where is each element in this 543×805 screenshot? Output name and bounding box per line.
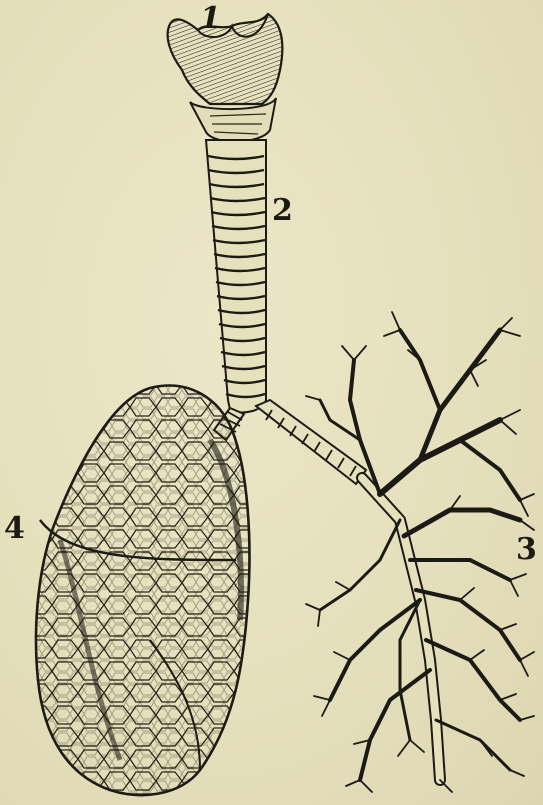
callout-larynx: 1 [200, 4, 221, 34]
right-bronchus [256, 400, 366, 484]
callout-bronchial-tree: 3 [516, 535, 537, 565]
lung [36, 386, 249, 795]
callout-lung: 4 [4, 514, 25, 544]
larynx [168, 14, 283, 142]
bronchial-tree [306, 312, 534, 792]
trachea [206, 140, 266, 412]
callout-trachea: 2 [272, 196, 293, 226]
